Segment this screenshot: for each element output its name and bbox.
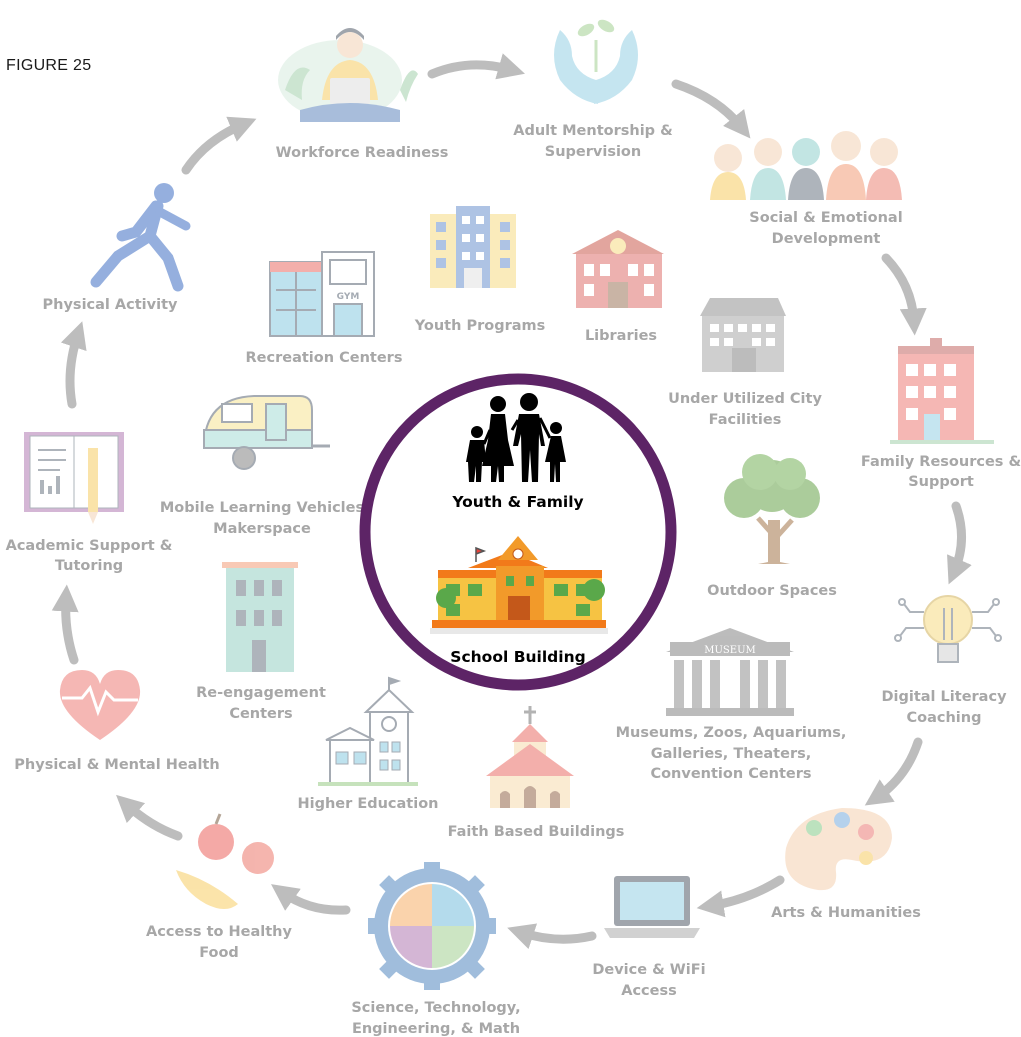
tree-icon [724, 454, 820, 564]
label-social-1: Social & Emotional [749, 210, 902, 226]
label-museums-1: Museums, Zoos, Aquariums, [616, 725, 847, 741]
label-mentorship-2: Supervision [545, 144, 641, 160]
camper-trailer-icon [202, 395, 330, 470]
inner-labels: Youth Programs Libraries Recreation Cent… [160, 318, 847, 840]
arrow-digital-to-arts [864, 737, 923, 806]
label-healthy-food-1: Access to Healthy [146, 924, 292, 940]
hands-plant-icon [554, 19, 638, 104]
label-device-1: Device & WiFi [592, 962, 705, 978]
heart-pulse-icon [59, 670, 141, 740]
label-recreation-centers: Recreation Centers [246, 350, 403, 366]
label-arts: Arts & Humanities [771, 905, 921, 921]
arrow-mentorship-to-social [671, 79, 751, 139]
label-physical-activity: Physical Activity [43, 297, 178, 313]
family-silhouette-icon [466, 393, 566, 482]
arrow-social-to-family [881, 253, 927, 336]
label-digital-literacy-1: Digital Literacy [881, 689, 1007, 705]
label-under-utilized-1: Under Utilized City [668, 391, 822, 407]
label-academic-2: Tutoring [55, 558, 123, 574]
college-building-icon [318, 676, 418, 786]
palette-icon [785, 808, 892, 891]
arrow-food-to-health [116, 794, 183, 841]
arrow-arts-to-device [696, 875, 785, 918]
food-icon [176, 813, 274, 909]
label-mentorship-1: Adult Mentorship & [513, 123, 673, 139]
label-faith-based: Faith Based Buildings [448, 824, 625, 840]
arrow-stem-to-food [271, 884, 351, 915]
label-higher-education: Higher Education [297, 796, 438, 812]
label-under-utilized-2: Facilities [709, 412, 782, 428]
gym-building-icon: GYM [269, 251, 375, 337]
label-stem-1: Science, Technology, [351, 1000, 520, 1016]
label-social-2: Development [772, 231, 881, 247]
label-digital-literacy-2: Coaching [907, 710, 982, 726]
label-museums-3: Convention Centers [650, 766, 811, 782]
museum-icon: MUSEUM [666, 628, 794, 716]
stem-gear-icon [368, 862, 496, 990]
outer-labels: Workforce Readiness Adult Mentorship & S… [6, 123, 1021, 1037]
label-device-2: Access [621, 983, 677, 999]
laptop-person-icon [278, 28, 418, 122]
label-health: Physical & Mental Health [14, 757, 219, 773]
label-libraries: Libraries [585, 328, 657, 344]
arrow-device-to-stem [507, 923, 597, 950]
label-reengagement-1: Re-engagement [196, 685, 326, 701]
laptop-icon [604, 876, 700, 938]
running-person-icon [90, 183, 191, 292]
center-hub: Youth & Family [359, 373, 677, 691]
figure-label: FIGURE 25 [6, 57, 92, 74]
label-outdoor: Outdoor Spaces [707, 583, 837, 599]
label-reengagement-2: Centers [229, 706, 292, 722]
city-building-icon [700, 298, 786, 372]
label-museums-2: Galleries, Theaters, [651, 746, 812, 762]
arrow-activity-to-workforce [181, 116, 257, 175]
label-mobile-1: Mobile Learning Vehicles [160, 500, 364, 516]
tall-building-icon [222, 562, 298, 672]
label-academic-1: Academic Support & [6, 538, 173, 554]
book-pencil-icon [24, 432, 124, 524]
cycle-arrows [51, 53, 972, 950]
label-workforce-readiness: Workforce Readiness [276, 145, 449, 161]
label-youth-family: Youth & Family [451, 493, 583, 511]
label-youth-programs: Youth Programs [414, 318, 546, 334]
label-healthy-food-2: Food [199, 945, 239, 961]
gym-sign: GYM [337, 292, 360, 302]
office-building-icon [430, 206, 516, 288]
arrow-academic-to-activity [60, 321, 87, 409]
museum-sign: MUSEUM [704, 645, 755, 656]
school-building-icon [430, 536, 608, 634]
church-icon [486, 706, 574, 808]
label-family-resources-1: Family Resources & [861, 454, 1021, 470]
people-group-icon [710, 131, 902, 200]
label-school-building: School Building [450, 648, 585, 666]
apartment-icon [890, 338, 994, 444]
library-icon [572, 230, 664, 308]
arrow-family-to-digital [947, 501, 972, 585]
label-family-resources-2: Support [908, 474, 974, 490]
arrow-workforce-to-mentorship [427, 53, 525, 80]
lightbulb-circuit-icon [894, 595, 1002, 663]
label-stem-2: Engineering, & Math [352, 1021, 520, 1037]
arrow-health-to-academic [51, 584, 79, 665]
label-mobile-2: Makerspace [213, 521, 311, 537]
